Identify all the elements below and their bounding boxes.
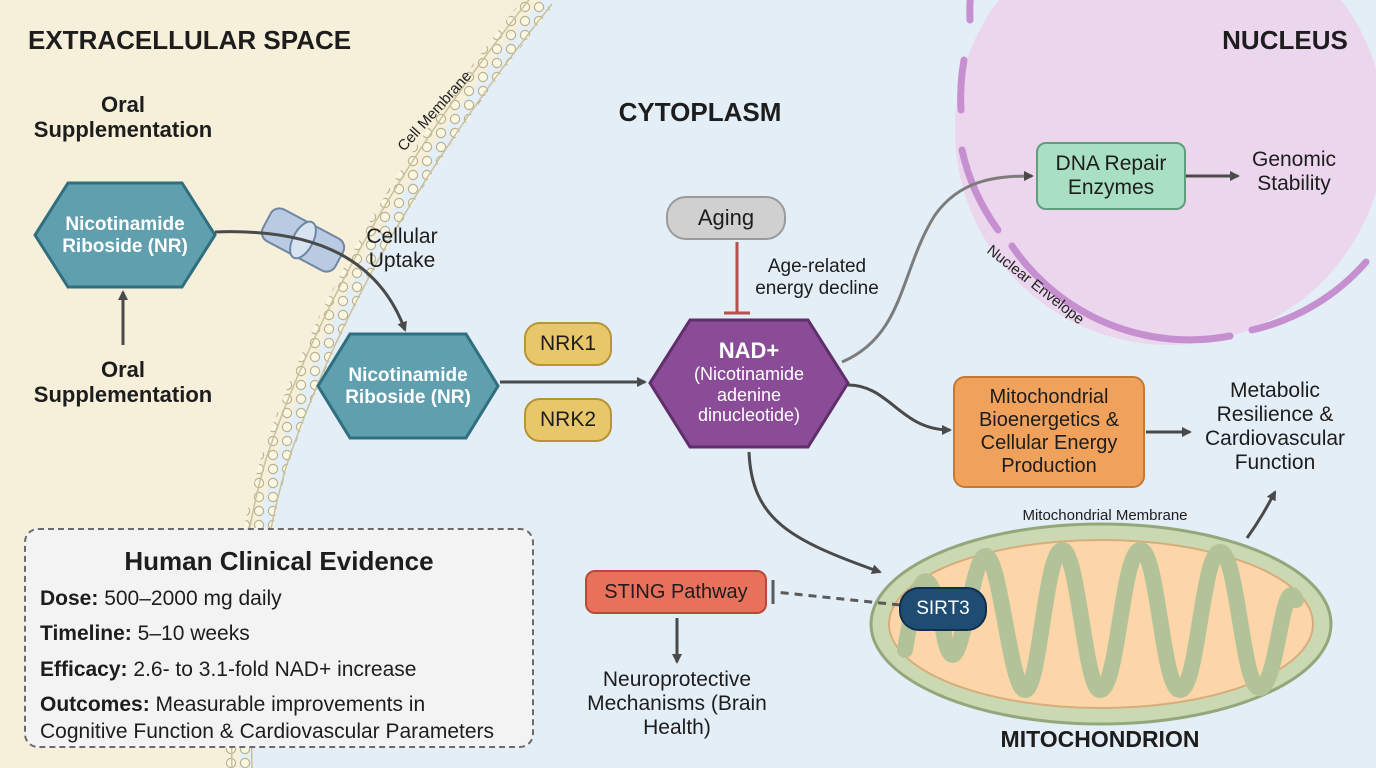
evidence-efficacy-label: Efficacy: — [40, 657, 128, 681]
oral-supplementation-bottom-label: Oral Supplementation — [33, 357, 213, 408]
nad-shape — [648, 318, 850, 449]
sting-pathway-node: STING Pathway — [585, 570, 767, 614]
evidence-efficacy-row: Efficacy: 2.6- to 3.1-fold NAD+ increase — [40, 656, 532, 683]
evidence-title: Human Clinical Evidence — [124, 546, 434, 576]
arrow-uptake — [214, 230, 407, 332]
evidence-dose-row: Dose: 500–2000 mg daily — [40, 585, 532, 612]
metabolic-resilience-label: Metabolic Resilience & Cardiovascular Fu… — [1204, 379, 1346, 475]
nr-inside-shape — [316, 332, 500, 440]
evidence-efficacy-value: 2.6- to 3.1-fold NAD+ increase — [133, 657, 417, 681]
arrow-nad-to-dna — [841, 171, 1034, 364]
nrk1-enzyme: NRK1 — [524, 322, 612, 366]
evidence-timeline-value: 5–10 weeks — [137, 622, 250, 646]
clinical-evidence-panel: Human Clinical Evidence Dose: 500–2000 m… — [24, 528, 534, 748]
evidence-timeline-label: Timeline: — [40, 622, 132, 646]
evidence-outcomes-value: Measurable improvements in — [155, 692, 426, 716]
nr-outside-shape — [33, 181, 217, 289]
nuclear-envelope-segment — [966, 0, 974, 24]
sirt3-node: SIRT3 — [899, 587, 987, 631]
nucleus-title: NUCLEUS — [1222, 25, 1348, 55]
cellular-uptake-label: Cellular Uptake — [366, 225, 438, 273]
mitochondrion-title: MITOCHONDRION — [1000, 726, 1200, 752]
evidence-outcomes-value-line2: Cognitive Function & Cardiovascular Para… — [40, 720, 495, 744]
arrow-nad-to-mito-bio — [847, 383, 952, 435]
genomic-stability-label: Genomic Stability — [1251, 148, 1337, 196]
nuclear-envelope-segment — [957, 56, 968, 114]
dna-repair-enzymes-node: DNA Repair Enzymes — [1036, 142, 1186, 210]
nad-title: NAD+ — [718, 338, 780, 363]
evidence-dose-value: 500–2000 mg daily — [104, 587, 282, 610]
evidence-timeline-row: Timeline: 5–10 weeks — [40, 620, 532, 647]
nr-inside-node: Nicotinamide Riboside (NR) — [345, 365, 471, 408]
nrk2-enzyme: NRK2 — [524, 398, 612, 442]
inhibit-sirt3-line — [774, 590, 901, 607]
nuclear-envelope-segment — [1248, 258, 1370, 334]
nuclear-envelope-segment — [1008, 242, 1234, 344]
nr-outside-node: Nicotinamide Riboside (NR) — [62, 214, 188, 257]
arrow-mito-to-metabolic-up — [1245, 490, 1277, 539]
aging-node: Aging — [666, 196, 786, 240]
mitochondrion-organelle — [869, 522, 1333, 726]
nad-subtitle: (Nicotinamide adenine dinucleotide) — [693, 364, 805, 426]
evidence-dose-label: Dose: — [40, 587, 99, 610]
evidence-outcomes-row: Outcomes: Measurable improvements in Cog… — [40, 691, 532, 746]
cytoplasm-title: CYTOPLASM — [618, 97, 782, 127]
neuroprotective-label: Neuroprotective Mechanisms (Brain Health… — [587, 668, 767, 740]
nuclear-envelope-segment — [958, 146, 1002, 234]
oral-supplementation-top-label: Oral Supplementation — [33, 92, 213, 143]
age-related-decline-label: Age-related energy decline — [755, 256, 879, 299]
extracellular-space-title: EXTRACELLULAR SPACE — [28, 25, 352, 55]
mitochondrial-bioenergetics-node: Mitochondrial Bioenergetics & Cellular E… — [953, 376, 1145, 488]
mitochondrial-membrane-label: Mitochondrial Membrane — [1022, 507, 1188, 524]
arrow-nad-to-sirt3 — [747, 451, 882, 575]
evidence-outcomes-label: Outcomes: — [40, 692, 150, 716]
